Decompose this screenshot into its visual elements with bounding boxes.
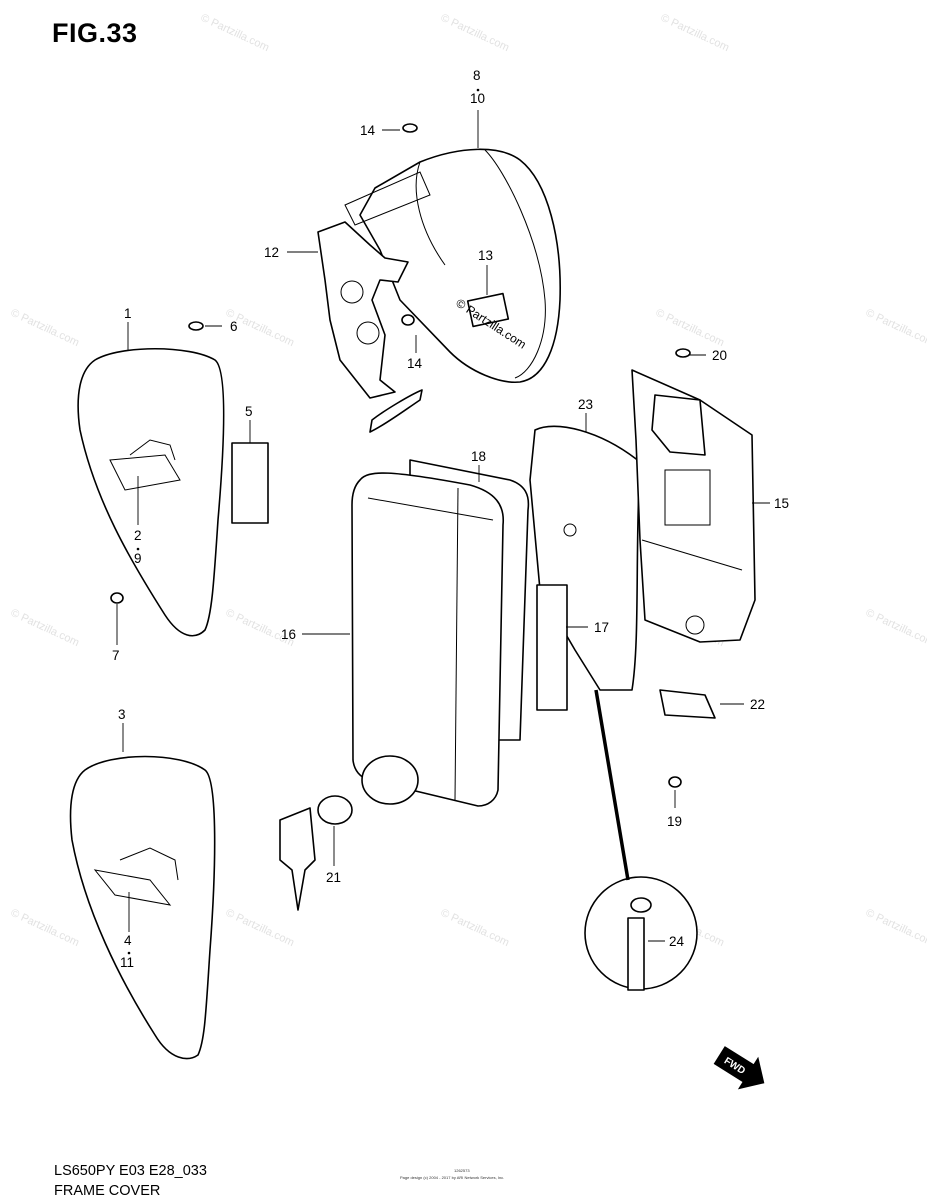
watermark: © Partzilla.com: [9, 307, 81, 349]
callout-2: 2: [134, 528, 142, 543]
detail-circle-part-24: [584, 876, 698, 991]
clip-part-13: [466, 292, 510, 328]
callout-11: 11: [120, 955, 134, 970]
watermark: © Partzilla.com: [654, 307, 726, 349]
callout-16: 16: [281, 627, 296, 642]
callout-21: 21: [326, 870, 341, 885]
watermark: © Partzilla.com: [659, 12, 731, 54]
clip-part-22: [659, 689, 716, 719]
screw-part-19: [668, 776, 682, 788]
cover-part-23: [529, 425, 641, 711]
callout-13: 13: [478, 248, 493, 263]
side-cover-part-3: [69, 755, 216, 1060]
figure-title: FIG.33: [52, 18, 138, 48]
callout-24: 24: [669, 934, 685, 949]
lock-part-21: [279, 755, 419, 911]
callout-23: 23: [578, 397, 593, 412]
copyright-note: Page design (c) 2004 - 2017 by ARI Netwo…: [400, 1175, 505, 1180]
watermark: © Partzilla.com: [9, 907, 81, 949]
callout-17: 17: [594, 620, 609, 635]
pad-part-17: [536, 584, 568, 711]
watermark: © Partzilla.com: [864, 907, 927, 949]
callout-20: 20: [712, 348, 727, 363]
watermark: © Partzilla.com: [439, 907, 511, 949]
callout-6: 6: [230, 319, 238, 334]
bracket-part-15: [631, 369, 756, 643]
watermark: © Partzilla.com: [9, 607, 81, 649]
upper-frame-cover: [359, 148, 561, 383]
watermark: © Partzilla.com: [224, 907, 296, 949]
watermark: © Partzilla.com: [864, 307, 927, 349]
callout-14: 14: [407, 356, 423, 371]
screw-part-7: [110, 592, 124, 604]
callout-3: 3: [118, 707, 126, 722]
screw-part-14: [401, 314, 415, 326]
diagram-code: 1262573: [454, 1168, 470, 1173]
callout-12: 12: [264, 245, 279, 260]
screw-part-20: [675, 348, 691, 358]
callout-19: 19: [667, 814, 682, 829]
callout-9: 9: [134, 551, 142, 566]
callout-8: 8: [473, 68, 481, 83]
callout-1: 1: [124, 306, 132, 321]
callout-4: 4: [124, 933, 132, 948]
emblem-part-5: [231, 442, 269, 524]
forward-arrow-icon: FWD: [713, 1046, 765, 1090]
callout-22: 22: [750, 697, 765, 712]
callout-7: 7: [112, 648, 120, 663]
tool-box-part-16: [351, 459, 530, 807]
callout-5: 5: [245, 404, 253, 419]
callout-14: 14: [360, 123, 376, 138]
screw-part-14: [402, 123, 418, 133]
callout-15: 15: [774, 496, 789, 511]
leader-lines: [116, 110, 770, 942]
model-code: LS650PY E03 E28_033: [54, 1163, 207, 1179]
group-name: FRAME COVER: [54, 1183, 161, 1199]
watermark: © Partzilla.com: [864, 607, 927, 649]
bracket-part-12: [317, 171, 431, 433]
watermark: © Partzilla.com: [439, 12, 511, 54]
side-cover-part-1: [77, 347, 269, 637]
callout-18: 18: [471, 449, 486, 464]
watermark: © Partzilla.com: [199, 12, 271, 54]
screw-part-6: [188, 321, 204, 331]
fasteners: [110, 123, 691, 788]
callout-10: 10: [470, 91, 485, 106]
callout-labels: 8 10 14 12 13 14 1 6 5 2 9 7 3 4 11 16 1…: [112, 68, 789, 970]
